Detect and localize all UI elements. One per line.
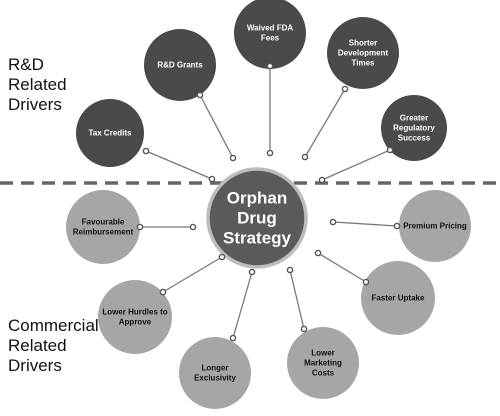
favourable-reimbursement-label-line-1: Favourable: [82, 218, 125, 227]
waived-fda-fees-label-line-1: Waived FDA: [247, 24, 294, 33]
rd-grants-inner-dot: [229, 154, 237, 162]
premium-pricing-node: [399, 190, 471, 262]
premium-pricing-connector: [332, 221, 398, 227]
rd-grants-connector: [199, 94, 234, 159]
lower-marketing-costs-inner-dot: [286, 266, 294, 274]
lower-marketing-costs-label-line-1: Lower: [311, 349, 335, 358]
faster-uptake-outer-dot: [362, 278, 370, 286]
favourable-reimbursement-label-line-2: Reimbursement: [73, 228, 134, 237]
favourable-reimbursement-outer-dot: [136, 223, 144, 231]
commercial-driver-premium-pricing: Premium Pricing: [399, 190, 471, 262]
lower-marketing-costs-connector: [289, 269, 305, 330]
shorter-development-times-label-line-1: Shorter: [349, 39, 377, 48]
lower-marketing-costs-label-line-2: Marketing: [304, 359, 342, 368]
greater-regulatory-success-label-line-1: Greater: [400, 114, 428, 123]
center-label-line-1: Orphan: [227, 189, 287, 208]
waived-fda-fees-label-line-2: Fees: [261, 34, 280, 43]
center-circle: [206, 167, 308, 269]
lower-hurdles-to-approve-label-line-2: Approve: [119, 318, 152, 327]
premium-pricing-outer-dot: [393, 222, 401, 230]
center-label-line-2: Drug: [237, 209, 277, 228]
shorter-development-times-inner-dot: [301, 153, 309, 161]
connector-lines: [140, 66, 398, 339]
favourable-reimbursement-node: [66, 190, 140, 264]
lower-marketing-costs-node: [287, 327, 359, 399]
greater-regulatory-success-connector: [321, 149, 391, 181]
greater-regulatory-success-label-line-2: Regulatory: [393, 124, 435, 133]
greater-regulatory-success-node: [381, 95, 447, 161]
longer-exclusivity-inner-dot: [248, 268, 256, 276]
shorter-development-times-node: [327, 17, 399, 89]
lower-hurdles-to-approve-label-line-1: Lower Hurdles to: [102, 308, 167, 317]
tax-credits-label-line-1: Tax Credits: [89, 129, 133, 138]
commercial-driver-faster-uptake: Faster Uptake: [361, 261, 435, 335]
premium-pricing-inner-dot: [329, 218, 337, 226]
tax-credits-node: [76, 99, 144, 167]
favourable-reimbursement-inner-dot: [189, 223, 197, 231]
rd-grants-outer-dot: [196, 91, 204, 99]
longer-exclusivity-label-line-2: Exclusivity: [194, 374, 236, 383]
shorter-development-times-label-line-2: Development: [338, 49, 389, 58]
greater-regulatory-success-inner-dot: [318, 176, 326, 184]
tax-credits-connector: [145, 150, 213, 180]
rd-grants-label-line-1: R&D Grants: [157, 61, 203, 70]
faster-uptake-connector: [317, 252, 367, 283]
connector-dots: [136, 62, 401, 342]
shorter-development-times-label-line-3: Times: [352, 59, 376, 68]
waived-fda-fees-outer-dot: [266, 62, 274, 70]
faster-uptake-label-line-1: Faster Uptake: [372, 294, 425, 303]
longer-exclusivity-connector: [232, 271, 253, 339]
faster-uptake-inner-dot: [314, 249, 322, 257]
longer-exclusivity-label-line-1: Longer: [201, 364, 228, 373]
lower-hurdles-to-approve-connector: [162, 256, 223, 293]
lower-hurdles-to-approve-inner-dot: [218, 253, 226, 261]
faster-uptake-node: [361, 261, 435, 335]
rd-grants-node: [144, 29, 216, 101]
rd-related-drivers-label: R&D Related Drivers: [8, 55, 67, 114]
center-label-line-3: Strategy: [223, 229, 292, 248]
tax-credits-inner-dot: [208, 175, 216, 183]
waived-fda-fees-inner-dot: [266, 149, 274, 157]
shorter-development-times-connector: [304, 88, 346, 158]
greater-regulatory-success-outer-dot: [386, 146, 394, 154]
lower-hurdles-to-approve-outer-dot: [159, 288, 167, 296]
rd-driver-rd-grants: R&D Grants: [144, 29, 216, 101]
rd-driver-tax-credits: Tax Credits: [76, 99, 144, 167]
tax-credits-outer-dot: [142, 147, 150, 155]
lower-hurdles-to-approve-node: [98, 280, 172, 354]
commercial-related-drivers-label: Commercial Related Drivers: [8, 316, 99, 375]
longer-exclusivity-node: [179, 337, 251, 409]
premium-pricing-label-line-1: Premium Pricing: [403, 222, 467, 231]
shorter-development-times-outer-dot: [341, 85, 349, 93]
waived-fda-fees-node: [234, 0, 306, 69]
lower-marketing-costs-label-line-3: Costs: [312, 369, 335, 378]
longer-exclusivity-outer-dot: [229, 334, 237, 342]
lower-marketing-costs-outer-dot: [300, 325, 308, 333]
greater-regulatory-success-label-line-3: Success: [398, 134, 431, 143]
